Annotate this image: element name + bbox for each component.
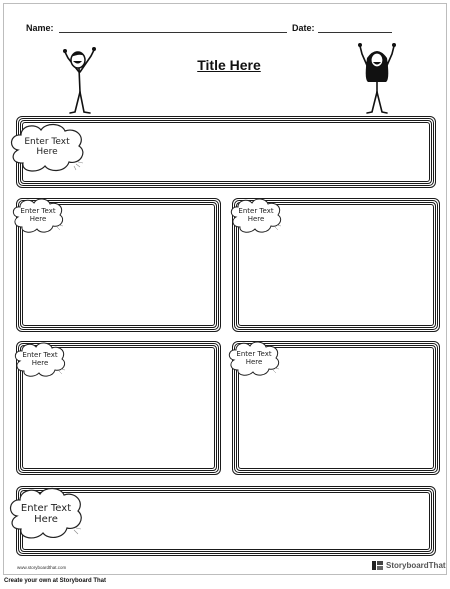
cloud-text: Enter Text Here xyxy=(236,350,272,366)
panel-frame xyxy=(16,198,221,332)
lower-right-thought-cloud[interactable]: Enter Text Here xyxy=(226,339,282,379)
thought-cloud-icon xyxy=(14,342,66,377)
worksheet-page: Name: Date: Title Here xyxy=(3,3,447,575)
stick-figure-girl-cheering-icon xyxy=(358,43,396,114)
name-label: Name: xyxy=(26,23,54,33)
create-your-own-link[interactable]: Create your own at Storyboard That xyxy=(4,578,107,584)
thought-cloud-icon xyxy=(230,198,282,233)
thought-cloud-icon xyxy=(10,487,82,539)
panel-frame xyxy=(236,345,436,471)
middle-left-thought-cloud[interactable]: Enter Text Here xyxy=(10,196,66,236)
name-field[interactable] xyxy=(59,32,287,33)
lower-left-story-panel[interactable] xyxy=(16,341,221,475)
middle-right-thought-cloud[interactable]: Enter Text Here xyxy=(228,196,284,236)
panel-frame xyxy=(16,341,221,475)
storyboardthat-logo-icon xyxy=(372,561,383,570)
panel-frame xyxy=(22,204,215,326)
panel-frame xyxy=(18,200,219,330)
lower-right-story-panel[interactable] xyxy=(232,341,440,475)
cloud-text: Enter Text Here xyxy=(24,137,70,157)
middle-left-story-panel[interactable] xyxy=(16,198,221,332)
thought-cloud-icon xyxy=(11,123,84,172)
panel-frame xyxy=(238,347,434,469)
page-title[interactable]: Title Here xyxy=(197,57,261,73)
cloud-text: Enter Text Here xyxy=(238,207,274,223)
date-label: Date: xyxy=(292,23,315,33)
stick-figure-boy-cheering-icon xyxy=(63,47,96,114)
panel-frame xyxy=(234,200,438,330)
lower-left-thought-cloud[interactable]: Enter Text Here xyxy=(12,340,68,380)
footer-url[interactable]: www.storyboardthat.com xyxy=(17,565,67,570)
panel-frame xyxy=(236,202,436,328)
panel-frame xyxy=(232,198,440,332)
thought-cloud-icon xyxy=(228,341,280,376)
cloud-text: Enter Text Here xyxy=(20,503,72,525)
middle-right-story-panel[interactable] xyxy=(232,198,440,332)
panel-frame xyxy=(22,347,215,469)
thought-cloud-icon xyxy=(12,198,64,233)
top-panel-thought-cloud[interactable]: Enter Text Here xyxy=(6,120,88,176)
brand-name: StoryboardThat xyxy=(386,561,446,570)
date-field[interactable] xyxy=(318,32,392,33)
panel-frame xyxy=(18,343,219,473)
cloud-text: Enter Text Here xyxy=(22,351,58,367)
brand-logo[interactable]: StoryboardThat xyxy=(372,561,446,570)
panel-frame xyxy=(232,341,440,475)
panel-frame xyxy=(234,343,438,473)
bottom-panel-thought-cloud[interactable]: Enter Text Here xyxy=(6,484,86,544)
panel-frame xyxy=(238,204,434,326)
panel-frame xyxy=(20,345,217,471)
cloud-text: Enter Text Here xyxy=(20,207,56,223)
panel-frame xyxy=(20,202,217,328)
